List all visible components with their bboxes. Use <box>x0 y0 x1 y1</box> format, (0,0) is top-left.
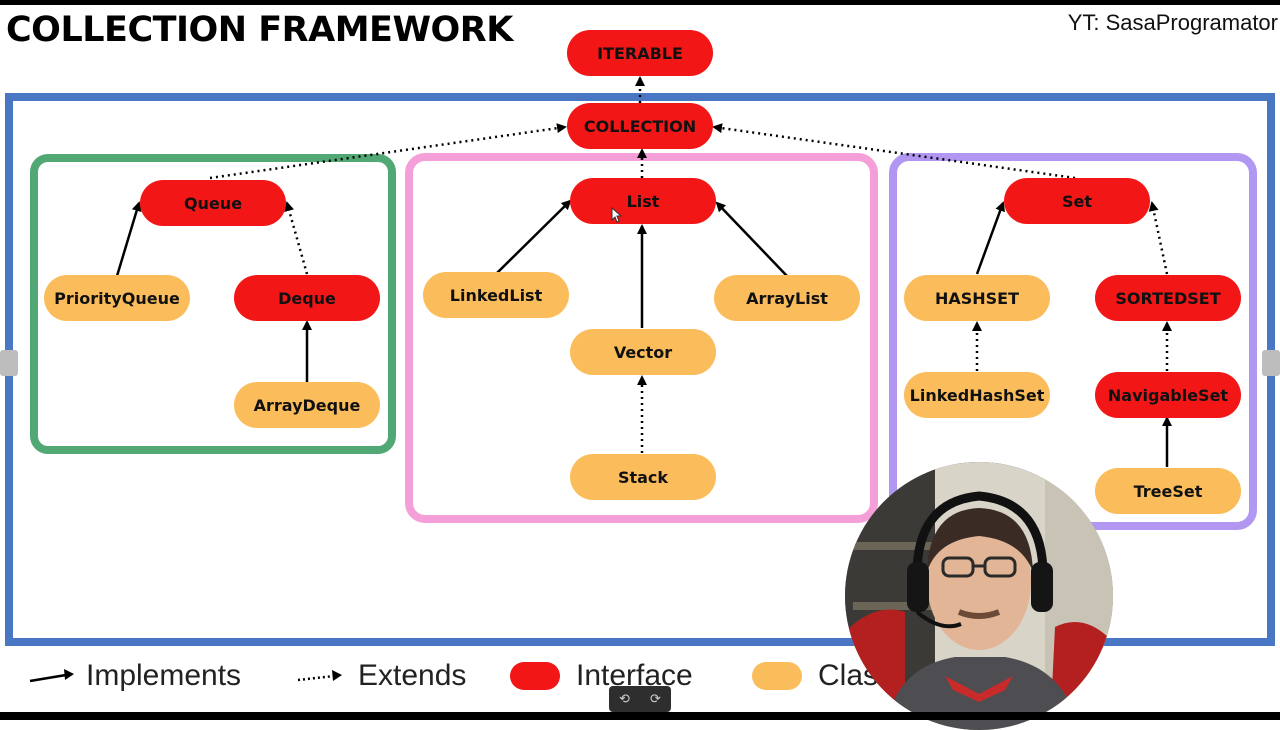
solid-arrow-icon <box>29 669 74 683</box>
node-array-deque: ArrayDeque <box>234 382 380 428</box>
interface-swatch <box>510 662 560 690</box>
mouse-cursor-icon <box>611 207 623 223</box>
edge-set-collection <box>712 123 1076 180</box>
edge-hashset-set <box>975 201 1005 275</box>
node-hashset: HASHSET <box>904 275 1050 321</box>
node-linked-hash-set: LinkedHashSet <box>904 372 1050 418</box>
node-sortedset: SORTEDSET <box>1095 275 1241 321</box>
node-deque: Deque <box>234 275 380 321</box>
bottom-frame-bar <box>0 712 1280 720</box>
edge-sortedset-set <box>1148 201 1169 275</box>
queue-group-box <box>30 154 396 454</box>
legend-extends-label: Extends <box>358 659 467 692</box>
edge-linkedlist-list <box>496 199 572 274</box>
webcam-overlay <box>845 462 1113 730</box>
node-collection: COLLECTION <box>567 103 713 149</box>
legend-implements: Implements <box>28 652 241 700</box>
node-stack: Stack <box>570 454 716 500</box>
previous-slide-arrow[interactable] <box>0 350 18 376</box>
player-controls: ⟲ ⟳ <box>609 686 671 712</box>
class-swatch <box>752 662 802 690</box>
edge-arraylist-list <box>715 201 788 277</box>
legend-extends: Extends <box>296 652 466 700</box>
node-vector: Vector <box>570 329 716 375</box>
presenter-picture <box>845 462 1113 730</box>
slide-title: COLLECTION FRAMEWORK <box>6 10 513 50</box>
node-navigable-set: NavigableSet <box>1095 372 1241 418</box>
edge-priorityqueue-queue <box>115 201 142 277</box>
node-queue: Queue <box>140 180 286 226</box>
legend-implements-label: Implements <box>86 659 242 692</box>
node-array-list: ArrayList <box>714 275 860 321</box>
node-linked-list: LinkedList <box>423 272 569 318</box>
top-frame-bar <box>0 0 1280 5</box>
edge-queue-collection <box>209 123 567 180</box>
forward-icon[interactable]: ⟳ <box>650 691 661 706</box>
node-tree-set: TreeSet <box>1095 468 1241 514</box>
edge-deque-queue <box>284 201 309 275</box>
node-iterable: ITERABLE <box>567 30 713 76</box>
dotted-arrow-icon <box>297 670 342 682</box>
next-slide-arrow[interactable] <box>1262 350 1280 376</box>
node-set: Set <box>1004 178 1150 224</box>
channel-watermark: YT: SasaProgramator <box>1067 10 1278 35</box>
rewind-icon[interactable]: ⟲ <box>619 691 630 706</box>
node-list: List <box>570 178 716 224</box>
node-priority-queue: PriorityQueue <box>44 275 190 321</box>
